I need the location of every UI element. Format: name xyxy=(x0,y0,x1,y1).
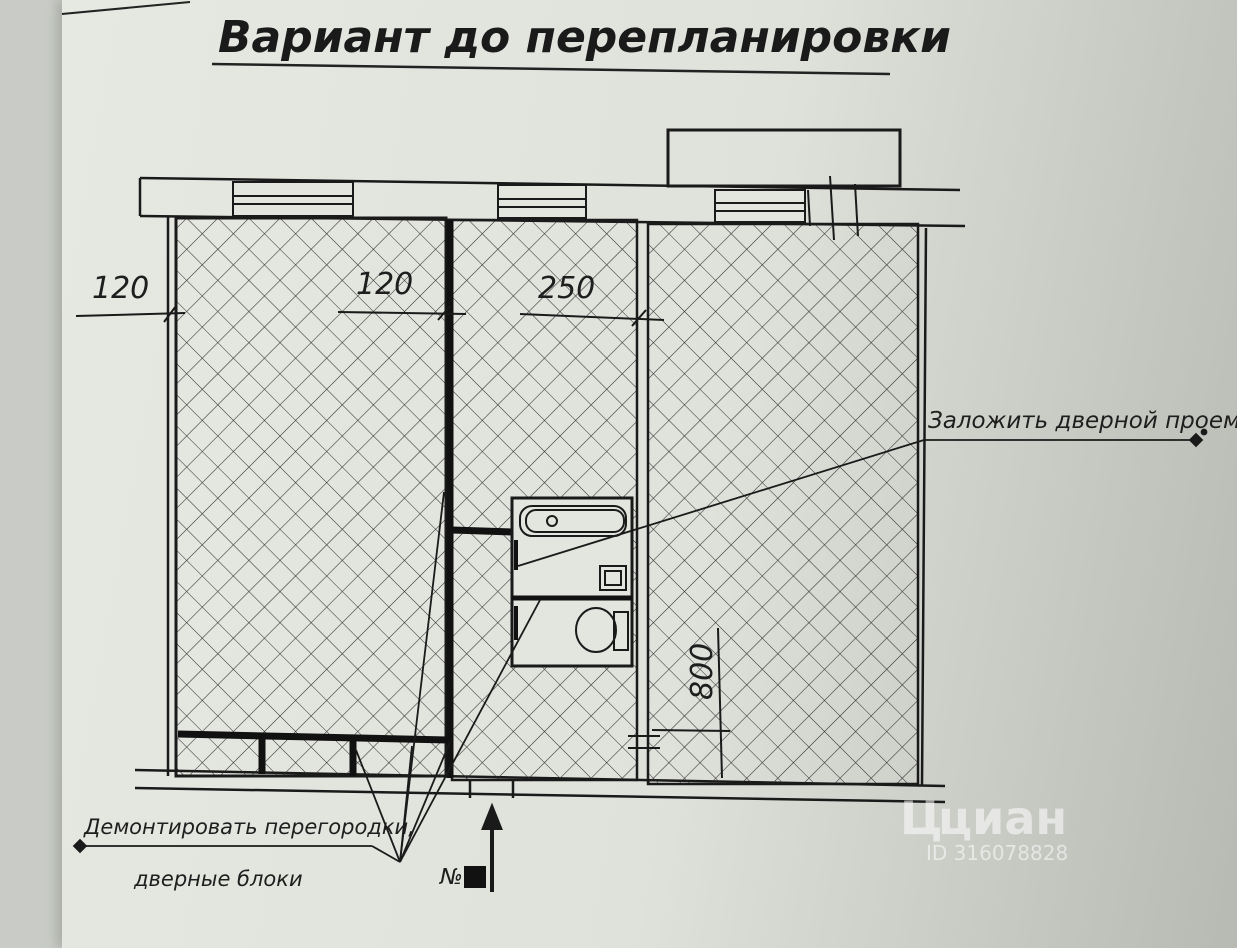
leader-brick-up xyxy=(517,428,1208,567)
sink-icon xyxy=(599,565,627,591)
dim-120-wall: 120 xyxy=(92,271,149,306)
door-opening-800 xyxy=(628,627,731,779)
bathroom-block xyxy=(510,496,634,668)
plan-title: Вариант до перепланировки xyxy=(218,12,951,63)
dim-120-partition: 120 xyxy=(356,267,413,302)
leader-demolish xyxy=(72,491,541,863)
dim-line-partition xyxy=(337,305,467,321)
dim-250: 250 xyxy=(538,271,595,306)
toilet-icon xyxy=(575,607,629,653)
title-underline xyxy=(211,62,891,76)
dim-line-middle xyxy=(519,309,665,327)
note-brick-up-door: Заложить дверной проем xyxy=(928,408,1237,434)
note-demolish-line2: дверные блоки xyxy=(133,867,303,891)
entrance-number-redacted xyxy=(464,866,486,888)
entrance-arrow xyxy=(481,802,503,892)
watermark-id: ID 316078828 xyxy=(926,841,1068,865)
room-left xyxy=(174,216,448,778)
right-outer-wall xyxy=(920,227,928,786)
watermark-brand: циан xyxy=(938,791,1067,845)
room-right xyxy=(646,222,920,786)
entrance-number-label: № xyxy=(439,865,463,890)
watermark: Ц циан ID 316078828 xyxy=(900,791,1068,865)
balcony xyxy=(666,128,902,188)
svg-text:Ц: Ц xyxy=(900,791,943,845)
dim-line-left xyxy=(75,305,186,323)
bathtub-icon xyxy=(519,505,627,537)
dim-800: 800 xyxy=(685,643,720,700)
windows-top xyxy=(232,181,806,223)
note-demolish-line1: Демонтировать перегородки, xyxy=(83,815,415,839)
sheet-edge-line xyxy=(61,1,191,15)
